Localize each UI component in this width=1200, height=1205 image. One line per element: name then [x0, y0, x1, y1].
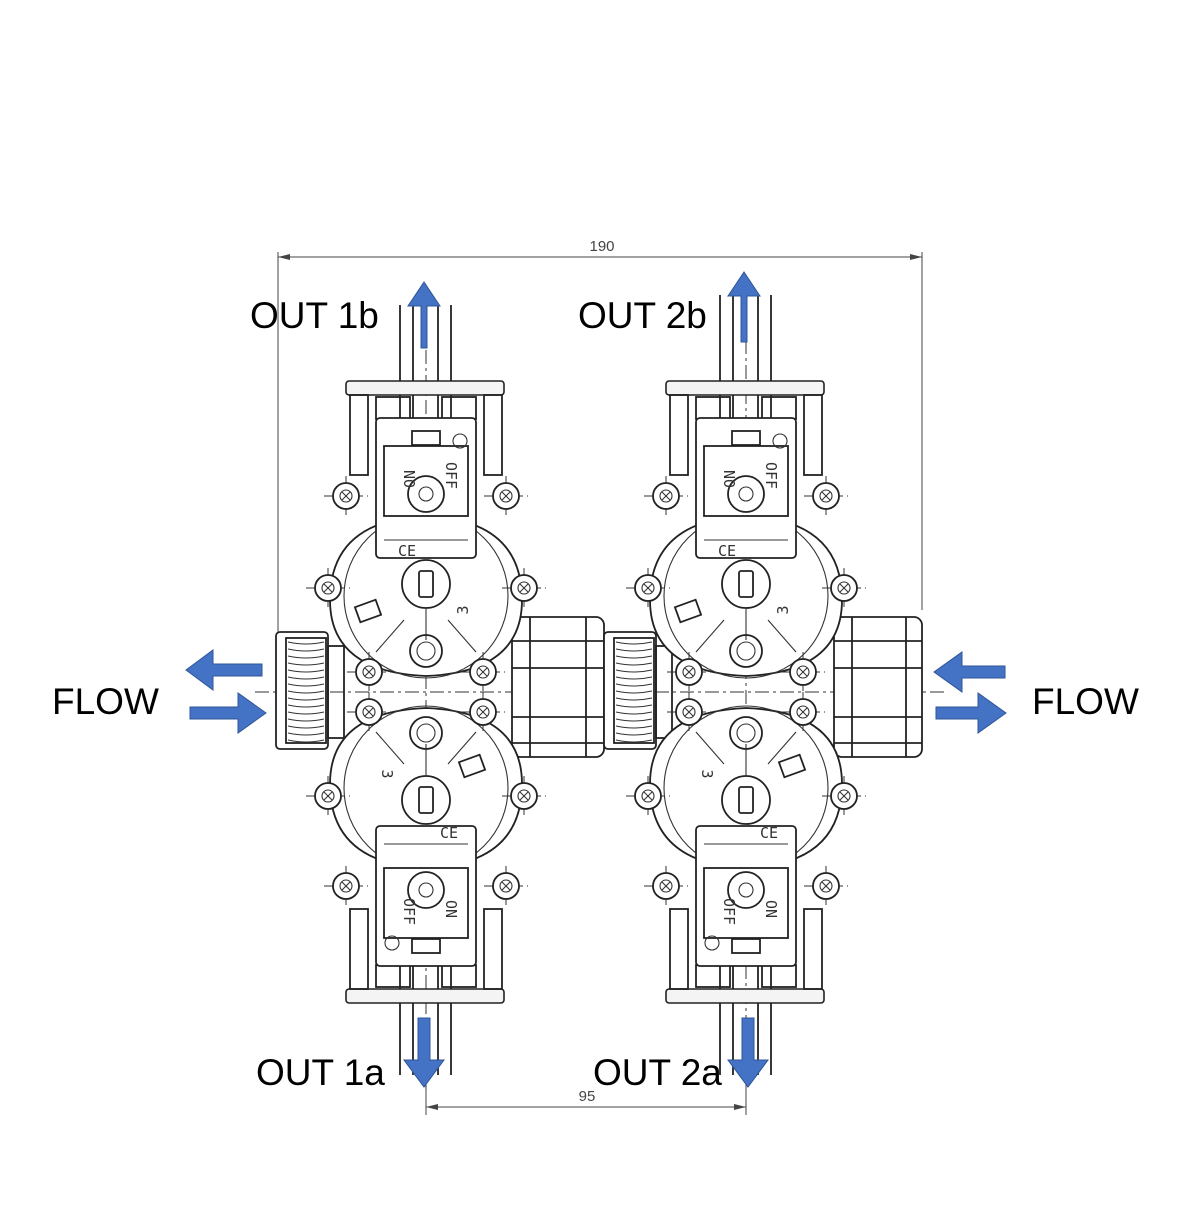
- svg-text:3: 3: [698, 769, 716, 778]
- svg-text:OFF: OFF: [442, 462, 460, 489]
- valve-left-outlet-pipes-bottom: [399, 960, 452, 1075]
- valve-right-upper-actuator: NO OFF CE: [695, 417, 797, 560]
- arrow-flow-left-in: [189, 692, 267, 734]
- valve-right: 3 3 NO OFF CE: [603, 290, 923, 1090]
- dimension-overall-width-text: 190: [589, 238, 614, 255]
- valve-left-outlet-pipes-top: [399, 305, 452, 420]
- svg-text:CE: CE: [718, 542, 736, 560]
- svg-text:3: 3: [774, 605, 792, 614]
- label-out-2b: OUT 2b: [578, 295, 707, 336]
- valve-left-threaded-inlet: [275, 631, 345, 750]
- svg-text:CE: CE: [440, 824, 458, 842]
- valve-left-lower-actuator: OFF ON CE: [375, 824, 477, 967]
- label-out-1b: OUT 1b: [250, 295, 379, 336]
- dimension-valve-spacing-text: 95: [579, 1088, 596, 1105]
- svg-text:ON: ON: [762, 900, 780, 918]
- arrow-out-1a: [403, 1017, 445, 1088]
- valve-left-top-frame: [345, 380, 505, 476]
- valve-left-upper-actuator: NO OFF CE: [375, 417, 477, 560]
- valve-right-threaded-inlet: [603, 631, 673, 750]
- dimension-overall-width: 190: [277, 238, 923, 650]
- valve-right-union-nut: [833, 616, 923, 758]
- dimension-valve-spacing: 95: [425, 1085, 747, 1115]
- arrow-out-1b: [407, 281, 441, 349]
- valve-right-top-frame: [665, 380, 825, 476]
- svg-text:NO: NO: [720, 470, 738, 488]
- valve-left-screw-lugs: [306, 476, 546, 906]
- valve-right-screw-lugs: [626, 476, 866, 906]
- svg-text:CE: CE: [760, 824, 778, 842]
- arrow-flow-right-out: [935, 692, 1007, 734]
- svg-text:OFF: OFF: [720, 898, 738, 925]
- label-flow-left: FLOW: [52, 681, 159, 722]
- arrow-flow-right-in: [933, 651, 1006, 693]
- svg-text:OFF: OFF: [400, 898, 418, 925]
- label-out-2a: OUT 2a: [593, 1052, 722, 1093]
- arrow-flow-left-out: [185, 649, 263, 691]
- svg-text:ON: ON: [442, 900, 460, 918]
- arrow-out-2b: [727, 271, 761, 343]
- valve-right-outlet-pipes-bottom: [719, 960, 772, 1075]
- label-out-1a: OUT 1a: [256, 1052, 385, 1093]
- svg-text:NO: NO: [400, 470, 418, 488]
- valve-left-union-nut: [511, 616, 605, 758]
- svg-text:OFF: OFF: [762, 462, 780, 489]
- valve-right-lower-actuator: OFF ON CE: [695, 824, 797, 967]
- label-flow-right: FLOW: [1032, 681, 1139, 722]
- svg-text:CE: CE: [398, 542, 416, 560]
- svg-text:3: 3: [378, 769, 396, 778]
- svg-text:3: 3: [454, 605, 472, 614]
- arrow-out-2a: [727, 1017, 769, 1088]
- valve-left: 3 3 NO OFF CE: [275, 300, 605, 1090]
- valve-right-outlet-pipes-top: [719, 295, 772, 420]
- flow-arrows: [185, 271, 1007, 1088]
